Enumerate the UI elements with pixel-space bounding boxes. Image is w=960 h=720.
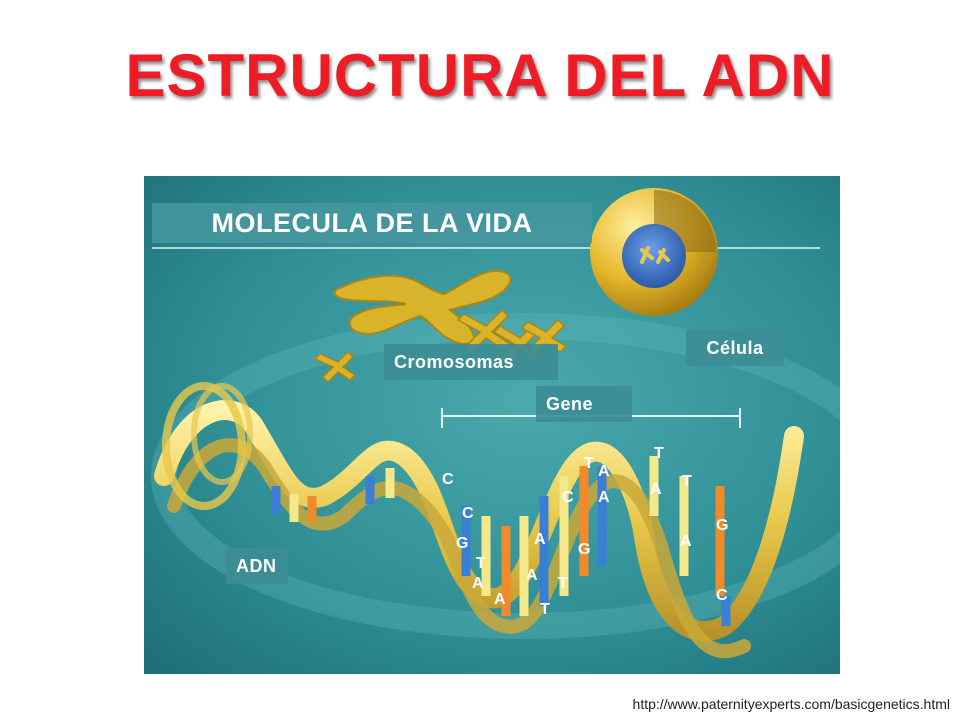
base-letter: T [540,601,550,618]
base-letter: G [716,517,728,534]
base-letter: G [578,541,590,558]
chromosome-large [333,269,512,345]
base-letter: C [442,471,454,488]
slide-title: ESTRUCTURA DEL ADN [125,42,835,109]
dna-helix [154,382,804,659]
base-letter: A [526,567,538,584]
base-letter: A [598,463,610,480]
base-letter: T [682,473,692,490]
base-letter: A [650,481,662,498]
base-letter: C [462,505,474,522]
dna-structure-illustration: C C G T A A A A T T C A G T A T T A G A … [144,176,840,674]
base-letter: T [476,555,486,572]
base-letter: A [680,533,692,550]
base-letter: A [534,531,546,548]
source-url[interactable]: http://www.paternityexperts.com/basicgen… [632,696,950,712]
base-letter: T [654,445,664,462]
base-letter: G [456,535,468,552]
base-letters: C C G T A A A A T T C A G T A T T A G A … [442,445,728,618]
base-letter: C [716,587,728,604]
molecule-banner: MOLECULA DE LA VIDA [152,203,592,243]
cell-graphic [590,188,718,316]
base-letter: C [562,489,574,506]
base-letter: A [472,575,484,592]
chromosomes-label: Cromosomas [384,344,558,380]
dna-label: ADN [226,548,288,584]
base-letter: A [598,489,610,506]
base-letter: A [494,591,506,608]
base-letter: T [584,455,594,472]
cell-label: Célula [686,330,784,366]
base-letter: T [558,575,568,592]
gene-label: Gene [536,386,632,422]
illustration-artwork: C C G T A A A A T T C A G T A T T A G A … [144,176,840,674]
